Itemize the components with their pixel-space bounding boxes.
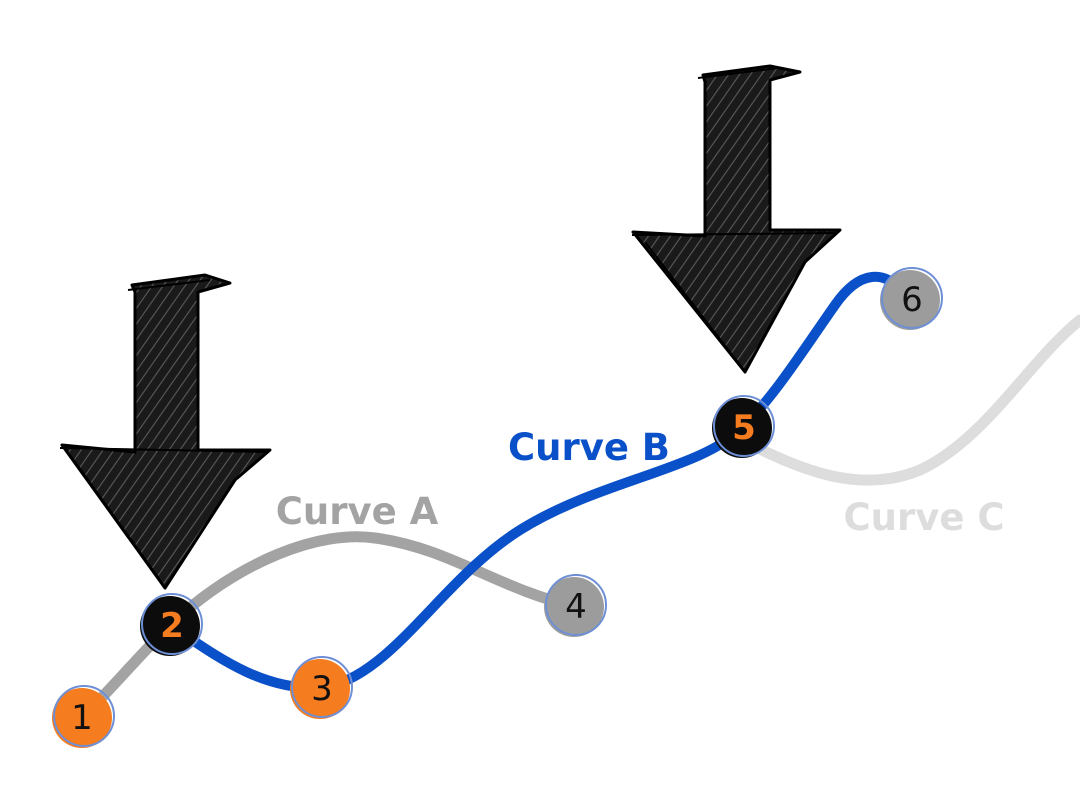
node-5: 5 [712, 395, 775, 458]
node-2-label: 2 [160, 606, 184, 646]
down-arrow-icon [59, 273, 272, 590]
down-arrow-icon [631, 64, 842, 374]
node-1: 1 [52, 685, 115, 748]
node-4-label: 4 [565, 587, 587, 627]
node-3-label: 3 [311, 669, 333, 709]
node-1-label: 1 [71, 698, 93, 738]
node-2: 2 [140, 593, 203, 656]
node-4: 4 [544, 574, 607, 637]
node-3: 3 [290, 656, 353, 719]
node-6-label: 6 [901, 280, 923, 320]
node-6: 6 [880, 267, 943, 330]
curve-b-line [165, 271, 915, 694]
curve-b-label: Curve B [508, 426, 670, 469]
curve-a-label: Curve A [276, 490, 439, 533]
curve-a-line [76, 531, 580, 724]
curve-c-line [736, 314, 1080, 486]
curve-c-label: Curve C [844, 496, 1005, 539]
node-5-label: 5 [732, 408, 756, 448]
